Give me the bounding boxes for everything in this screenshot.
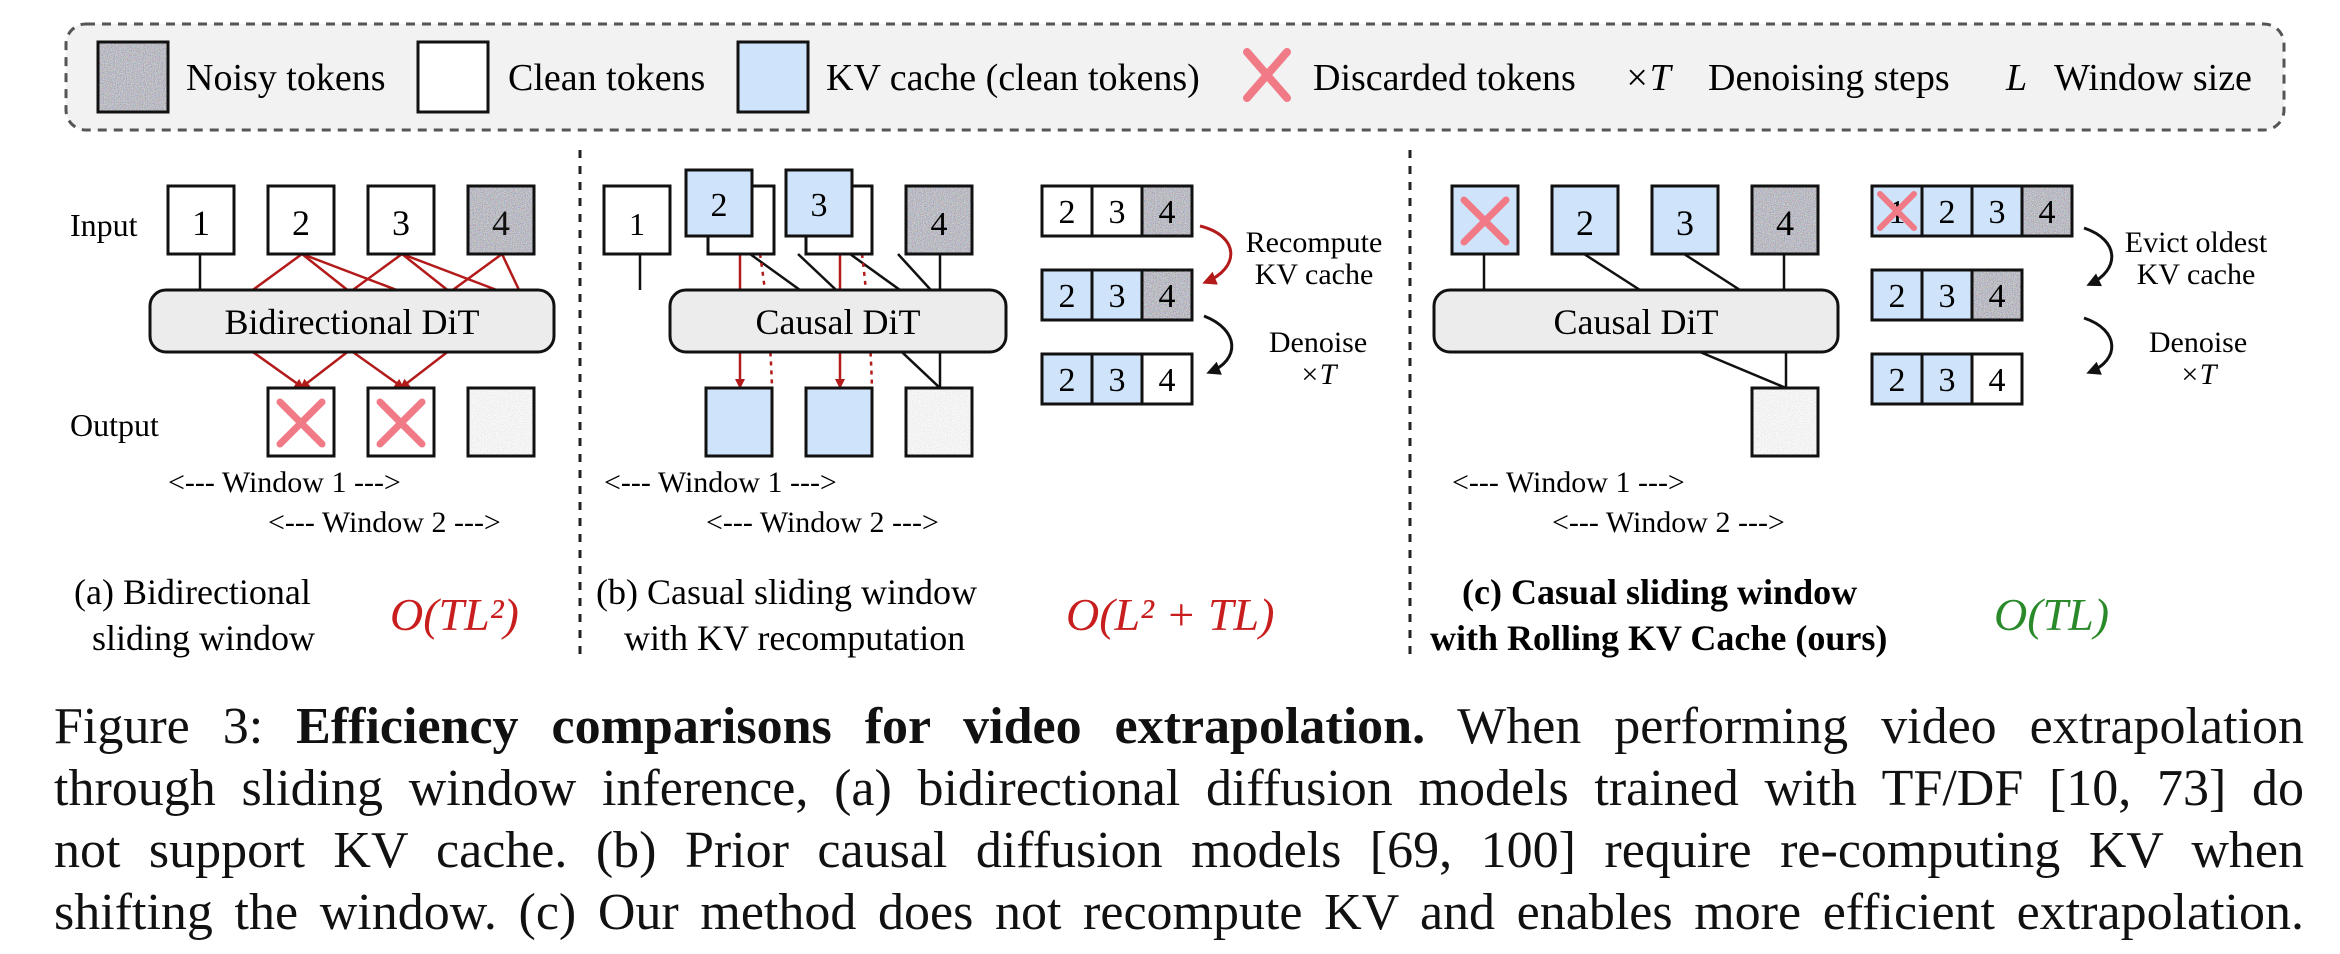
- cache-token: 2: [1059, 194, 1076, 231]
- legend-discarded: Discarded tokens: [1313, 57, 1576, 99]
- window-2-label: <--- Window 2 --->: [268, 506, 501, 539]
- recompute-label-2: KV cache: [1255, 258, 1374, 291]
- clean-token-swatch: [416, 40, 490, 114]
- denoise-label-2: ×T: [2180, 358, 2219, 391]
- complexity-b: O(L² + TL): [1066, 589, 1274, 640]
- window-1-label: <--- Window 1 --->: [1452, 466, 1685, 499]
- cache-token: 2: [1939, 194, 1956, 231]
- cache-token: 3: [1939, 278, 1956, 315]
- rolling-cache-row-1: 1 2 3 4: [1870, 184, 2074, 238]
- cache-token: 4: [1989, 362, 2006, 399]
- rolling-cache-row-2: 2 3 4: [1870, 268, 2024, 322]
- caption-line-4: shifting the window. (c) Our method does…: [54, 884, 2304, 941]
- discard-cross-icon: [1243, 48, 1291, 102]
- kv-cache-swatch: [736, 40, 810, 114]
- token-3: 3: [1676, 203, 1694, 243]
- caption-line-1: Figure 3: Efficiency comparisons for vid…: [54, 696, 2304, 758]
- evict-label-1: Evict oldest: [2125, 226, 2268, 259]
- kv-cache-row-1: 2 3 4: [1040, 184, 1194, 238]
- recompute-arrow-icon: [1199, 224, 1233, 285]
- cache-token: 2: [1059, 278, 1076, 315]
- causal-dit-box: [668, 288, 1008, 354]
- cache-token: 3: [1939, 362, 1956, 399]
- caption-c-line2: with Rolling KV Cache (ours): [1430, 618, 1887, 658]
- bidirectional-dit-label: Bidirectional DiT: [225, 302, 480, 342]
- denoise-label-1: Denoise: [1269, 326, 1367, 359]
- discard-cross-icon: [1877, 191, 1917, 231]
- cache-token: 3: [1109, 362, 1126, 399]
- token-4: 4: [1776, 203, 1794, 243]
- causal-dit-label: Causal DiT: [756, 302, 921, 342]
- caption-b-line2: with KV recomputation: [624, 618, 965, 658]
- denoise-arrow-icon: [1203, 314, 1234, 375]
- figure-3-diagram: Noisy tokens Clean tokens KV cache (clea…: [64, 22, 2286, 660]
- legend-window-symbol: L: [2005, 57, 2027, 99]
- window-1-label: <--- Window 1 --->: [168, 466, 401, 499]
- window-2-label: <--- Window 2 --->: [1552, 506, 1785, 539]
- window-2-label: <--- Window 2 --->: [706, 506, 939, 539]
- discard-cross-icon: [376, 398, 426, 448]
- output-label: Output: [70, 407, 159, 443]
- legend-steps-symbol: ×T: [1624, 57, 1674, 99]
- legend: Noisy tokens Clean tokens KV cache (clea…: [64, 22, 2286, 132]
- cache-token: 4: [1989, 278, 2006, 315]
- cache-token: 4: [1159, 194, 1176, 231]
- token-2: 2: [1576, 203, 1594, 243]
- caption-line-3: not support KV cache. (b) Prior causal d…: [54, 822, 2304, 879]
- caption-line1-rest: When performing video extrapolation: [1425, 698, 2304, 755]
- cache-token: 2: [1059, 362, 1076, 399]
- caption-prefix: Figure 3:: [54, 698, 297, 755]
- caption-b-line1: (b) Casual sliding window: [596, 572, 977, 612]
- evict-arrow-icon: [2083, 226, 2114, 287]
- denoise-label-1: Denoise: [2149, 326, 2247, 359]
- cache-token: 2: [1889, 362, 1906, 399]
- token-2: 2: [292, 203, 310, 243]
- bidirectional-dit-box: [148, 288, 556, 354]
- complexity-a: O(TL²): [390, 589, 519, 640]
- discard-cross-icon: [276, 398, 326, 448]
- cache-token: 3: [1109, 194, 1126, 231]
- recompute-label-1: Recompute: [1246, 226, 1383, 259]
- noisy-token-swatch: [96, 40, 170, 114]
- token-3: 3: [811, 187, 828, 224]
- caption-a-line1: (a) Bidirectional: [74, 572, 311, 612]
- rolling-cache-row-3: 2 3 4: [1870, 352, 2024, 406]
- caption-line-2: through sliding window inference, (a) bi…: [54, 760, 2304, 817]
- window-1-label: <--- Window 1 --->: [604, 466, 837, 499]
- legend-window: Window size: [2054, 57, 2252, 99]
- panel-c: 2 3 4 Causal DiT 1 2 3 4 2: [1430, 184, 2268, 658]
- cache-token: 3: [1109, 278, 1126, 315]
- token-2: 2: [711, 187, 728, 224]
- token-1: 1: [629, 206, 645, 242]
- token-3: 3: [392, 203, 410, 243]
- cache-token: 4: [1159, 278, 1176, 315]
- legend-noisy: Noisy tokens: [186, 57, 386, 99]
- token-4: 4: [492, 203, 510, 243]
- evict-label-2: KV cache: [2137, 258, 2256, 291]
- legend-steps: Denoising steps: [1708, 57, 1950, 99]
- complexity-c: O(TL): [1994, 589, 2109, 640]
- figure-caption: Figure 3: Efficiency comparisons for vid…: [54, 696, 2304, 944]
- caption-bold-title: Efficiency comparisons for video extrapo…: [296, 698, 1426, 755]
- legend-kv: KV cache (clean tokens): [826, 57, 1200, 99]
- legend-clean: Clean tokens: [508, 57, 705, 99]
- panel-b: 1 2 3 4 Causal DiT 2 3 4 2: [596, 168, 1383, 658]
- cache-token: 2: [1889, 278, 1906, 315]
- caption-c-line1: (c) Casual sliding window: [1462, 572, 1857, 612]
- denoise-arrow-icon: [2083, 316, 2114, 375]
- causal-dit-label: Causal DiT: [1554, 302, 1719, 342]
- input-label: Input: [70, 207, 138, 243]
- causal-dit-box: [1432, 288, 1840, 354]
- cache-token: 4: [2039, 194, 2056, 231]
- denoise-label-2: ×T: [1300, 358, 1339, 391]
- caption-a-line2: sliding window: [92, 618, 315, 658]
- kv-cache-row-3: 2 3 4: [1040, 352, 1194, 406]
- panel-a: Input Output 1 2 3 4 Bidirectional DiT: [70, 184, 556, 658]
- token-1: 1: [192, 203, 210, 243]
- cache-token: 4: [1159, 362, 1176, 399]
- kv-cache-row-2: 2 3 4: [1040, 268, 1194, 322]
- token-4: 4: [931, 206, 948, 243]
- discard-cross-icon: [1460, 196, 1510, 246]
- cache-token: 3: [1989, 194, 2006, 231]
